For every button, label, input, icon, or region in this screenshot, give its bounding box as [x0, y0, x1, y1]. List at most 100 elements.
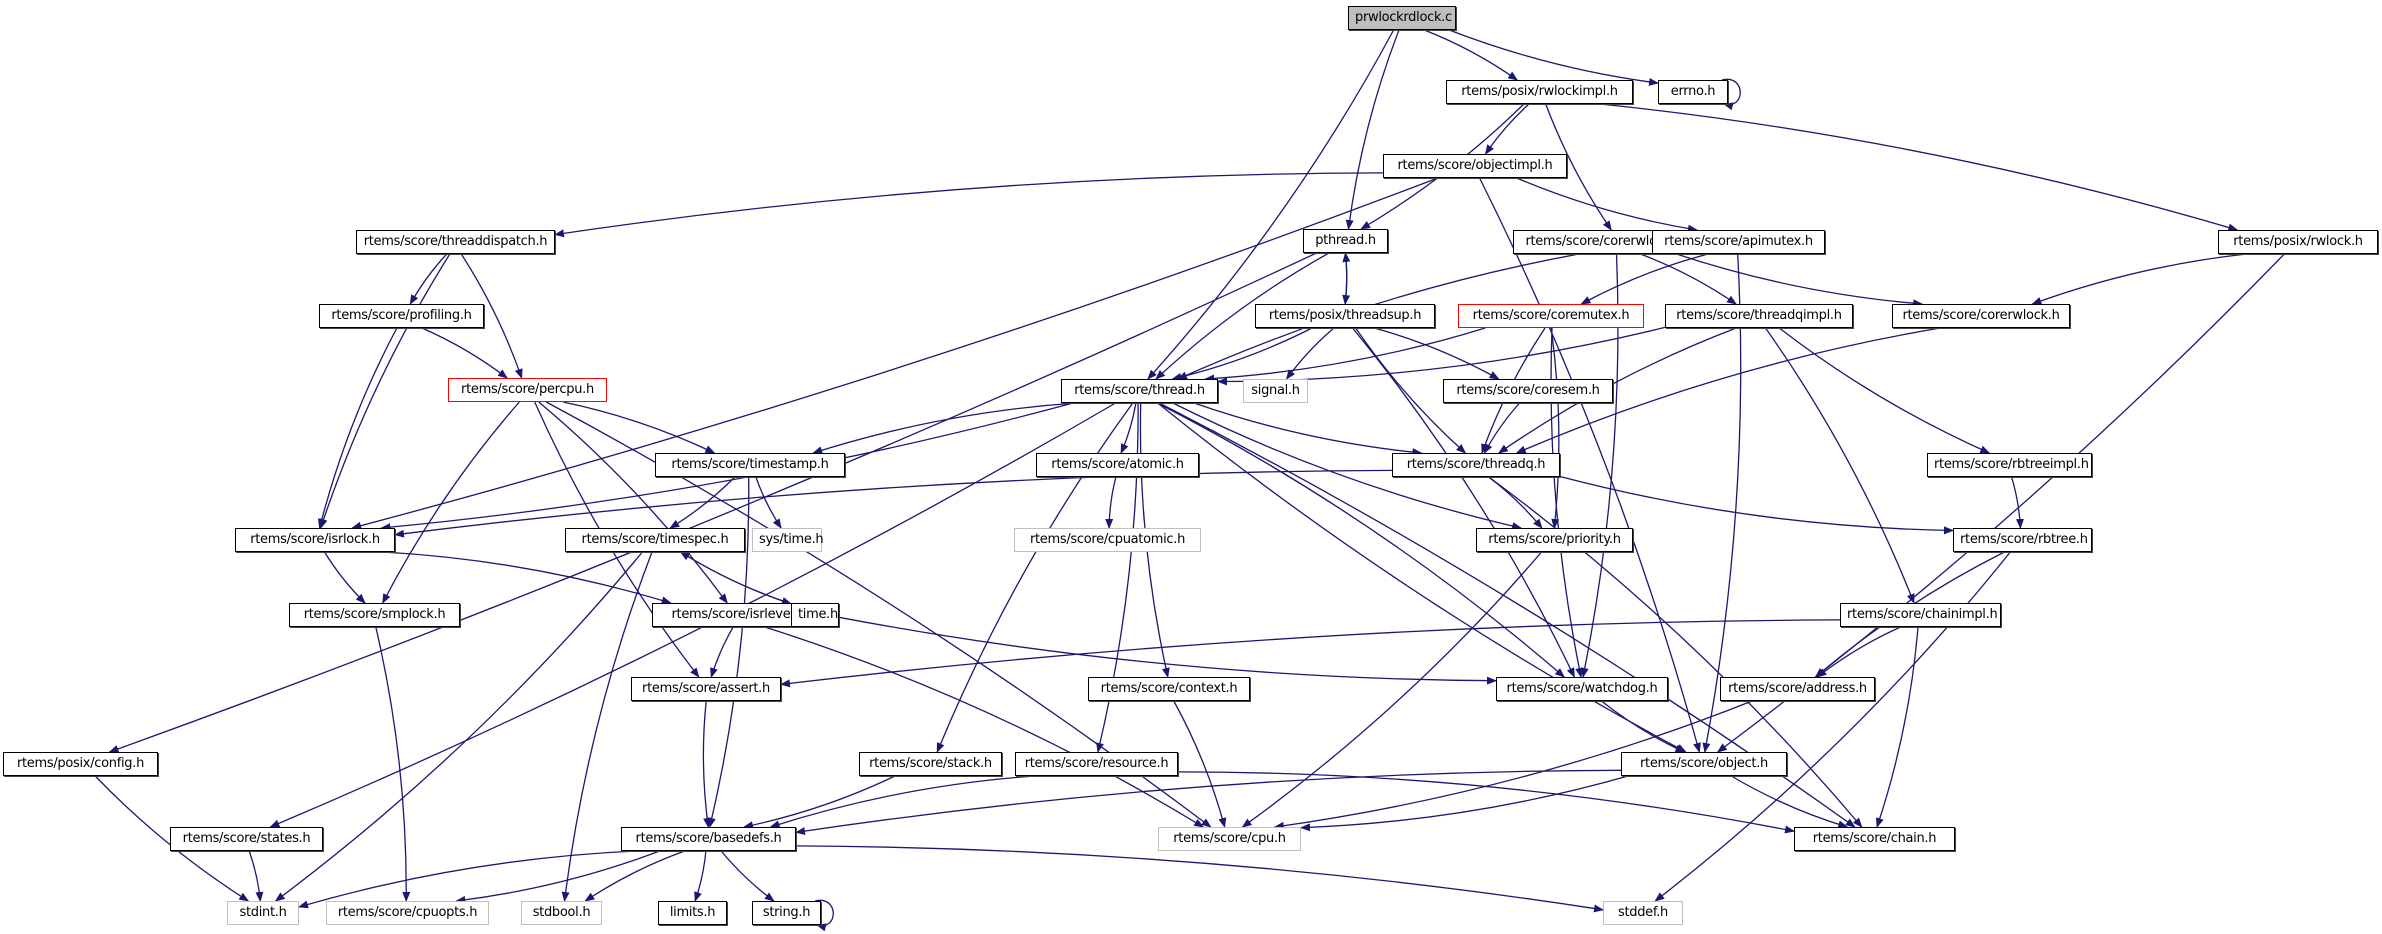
edge-thread-to-object — [1157, 402, 1687, 753]
edge-basedefs-to-stddef — [795, 845, 1604, 913]
node-score-rbtree-h[interactable]: rtems/score/rbtree.h — [1953, 528, 2092, 552]
node-prwlockrdlock-c[interactable]: prwlockrdlock.c — [1348, 6, 1456, 30]
node-score-atomic-h[interactable]: rtems/score/atomic.h — [1036, 453, 1199, 477]
node-score-threadq-h[interactable]: rtems/score/threadq.h — [1392, 453, 1560, 477]
node-score-coremutex-h[interactable]: rtems/score/coremutex.h — [1458, 304, 1644, 328]
edge-threadsup-to-thread — [1171, 327, 1313, 381]
node-posix-config-h[interactable]: rtems/posix/config.h — [3, 752, 158, 776]
node-stdint-h[interactable]: stdint.h — [227, 901, 299, 925]
edge-prwlockrdlock-to-thread — [1147, 29, 1395, 380]
edge-objectimpl-to-threaddispatch — [554, 172, 1384, 238]
node-time-h[interactable]: time.h — [791, 603, 839, 627]
node-score-isrlock-h[interactable]: rtems/score/isrlock.h — [235, 528, 395, 552]
edge-coresem-to-threadq — [1483, 402, 1521, 454]
edge-threadsup-to-signal — [1286, 327, 1335, 380]
node-score-context-h[interactable]: rtems/score/context.h — [1088, 677, 1250, 701]
node-score-stack-h[interactable]: rtems/score/stack.h — [859, 752, 1002, 776]
node-score-object-h[interactable]: rtems/score/object.h — [1621, 752, 1787, 776]
edge-basedefs-to-stdbool — [584, 850, 685, 902]
node-limits-h[interactable]: limits.h — [658, 901, 727, 925]
edge-watchdog-to-object — [1601, 700, 1686, 753]
edge-timespec-to-stdint — [274, 551, 643, 902]
node-score-basedefs-h[interactable]: rtems/score/basedefs.h — [621, 827, 796, 851]
node-score-chainimpl-h[interactable]: rtems/score/chainimpl.h — [1840, 603, 2001, 627]
edge-threadq-to-rbtree — [1559, 475, 1954, 535]
node-signal-h[interactable]: signal.h — [1243, 379, 1308, 403]
edge-corerwlockimpl-to-threadqimpl — [1640, 253, 1737, 305]
edge-priority-to-cpu — [1241, 551, 1542, 828]
edge-basedefs-to-string — [720, 850, 775, 902]
edge-timespec-to-time — [680, 551, 792, 605]
node-score-timespec-h[interactable]: rtems/score/timespec.h — [565, 528, 745, 552]
edge-resource-to-basedefs — [769, 775, 1035, 829]
node-score-assert-h[interactable]: rtems/score/assert.h — [631, 677, 781, 701]
node-score-thread-h[interactable]: rtems/score/thread.h — [1061, 379, 1218, 403]
node-score-apimutex-h[interactable]: rtems/score/apimutex.h — [1652, 230, 1825, 254]
edge-timestamp-to-basedefs — [707, 476, 750, 828]
node-score-percpu-h[interactable]: rtems/score/percpu.h — [448, 378, 607, 402]
node-string-h[interactable]: string.h — [752, 901, 821, 925]
edge-pthread-to-thread — [1155, 252, 1330, 380]
edge-context-to-cpu — [1173, 700, 1227, 828]
node-score-threaddispatch-h[interactable]: rtems/score/threaddispatch.h — [356, 230, 555, 254]
edge-chainimpl-to-assert — [780, 619, 1841, 688]
edge-corerwlockimpl-to-corerwlock — [1676, 253, 1924, 308]
edge-percpu-to-smplock — [382, 401, 520, 604]
edge-threadqimpl-to-chainimpl — [1764, 327, 1915, 604]
edge-chainimpl-to-address — [1816, 626, 1901, 678]
edge-objectimpl-to-apimutex — [1516, 177, 1698, 233]
node-score-states-h[interactable]: rtems/score/states.h — [170, 827, 323, 851]
node-score-threadqimpl-h[interactable]: rtems/score/threadqimpl.h — [1665, 304, 1853, 328]
edge-profiling-to-percpu — [421, 327, 508, 379]
edge-assert-to-basedefs — [702, 700, 712, 828]
edge-corerwlock-to-threadq — [1515, 327, 1941, 454]
edge-threadsup-to-watchdog — [1352, 327, 1575, 678]
edge-thread-to-priority — [1172, 402, 1523, 530]
edge-pthread-to-posixconfig — [108, 252, 1317, 753]
edge-prwlockrdlock-to-rwlockimpl — [1424, 29, 1519, 81]
edge-threadq-to-priority — [1488, 476, 1543, 529]
node-score-corerwlock-h[interactable]: rtems/score/corerwlock.h — [1892, 304, 2070, 328]
edge-thread-to-stack — [936, 402, 1134, 753]
edge-threadq-to-chain — [1488, 476, 1863, 828]
edge-basedefs-to-cpuopts — [455, 850, 660, 904]
node-errno-h[interactable]: errno.h — [1658, 80, 1728, 104]
node-score-resource-h[interactable]: rtems/score/resource.h — [1015, 752, 1178, 776]
node-score-chain-h[interactable]: rtems/score/chain.h — [1794, 827, 1955, 851]
edge-basedefs-to-stdint — [298, 850, 637, 909]
edge-posixconfig-to-stdint — [94, 775, 250, 902]
node-posix-rwlock-h[interactable]: rtems/posix/rwlock.h — [2218, 230, 2378, 254]
node-score-objectimpl-h[interactable]: rtems/score/objectimpl.h — [1383, 154, 1567, 178]
edge-stack-to-basedefs — [743, 775, 896, 830]
edge-isrlock-to-isrlevel — [382, 551, 672, 605]
node-sys-time-h[interactable]: sys/time.h — [752, 528, 824, 552]
edge-percpu-to-isrlevel — [538, 401, 728, 604]
node-score-cpu-h[interactable]: rtems/score/cpu.h — [1158, 827, 1301, 851]
node-score-timestamp-h[interactable]: rtems/score/timestamp.h — [655, 453, 845, 477]
edge-threadsup-to-coresem — [1374, 327, 1500, 380]
edge-isrlevel-to-cpu — [764, 626, 1205, 828]
edge-thread-to-timestamp — [812, 402, 1077, 455]
edge-threadqimpl-to-threadq — [1497, 327, 1737, 454]
node-posix-threadsup-h[interactable]: rtems/posix/threadsup.h — [1255, 304, 1435, 328]
node-pthread-h[interactable]: pthread.h — [1303, 229, 1388, 253]
node-stddef-h[interactable]: stddef.h — [1603, 901, 1683, 925]
edge-objectimpl-to-object — [1479, 177, 1701, 753]
node-score-priority-h[interactable]: rtems/score/priority.h — [1476, 528, 1633, 552]
edge-thread-to-states — [269, 402, 1116, 828]
node-score-smplock-h[interactable]: rtems/score/smplock.h — [289, 603, 460, 627]
node-score-cpuopts-h[interactable]: rtems/score/cpuopts.h — [326, 901, 489, 925]
node-score-profiling-h[interactable]: rtems/score/profiling.h — [319, 304, 484, 328]
edge-percpu-to-timestamp — [562, 401, 716, 454]
edge-apimutex-to-coremutex — [1580, 253, 1709, 305]
edge-rwlockimpl-to-corerwlockimpl — [1545, 103, 1612, 231]
node-stdbool-h[interactable]: stdbool.h — [521, 901, 602, 925]
node-score-coresem-h[interactable]: rtems/score/coresem.h — [1443, 379, 1613, 403]
node-score-watchdog-h[interactable]: rtems/score/watchdog.h — [1496, 677, 1668, 701]
edge-threadsup-to-threadq — [1355, 327, 1467, 454]
node-score-rbtreeimpl-h[interactable]: rtems/score/rbtreeimpl.h — [1927, 453, 2092, 477]
node-score-address-h[interactable]: rtems/score/address.h — [1720, 677, 1875, 701]
node-posix-rwlockimpl-h[interactable]: rtems/posix/rwlockimpl.h — [1446, 80, 1633, 104]
node-score-cpuatomic-h[interactable]: rtems/score/cpuatomic.h — [1014, 528, 1201, 552]
edge-thread-to-isrlock — [380, 402, 1074, 532]
